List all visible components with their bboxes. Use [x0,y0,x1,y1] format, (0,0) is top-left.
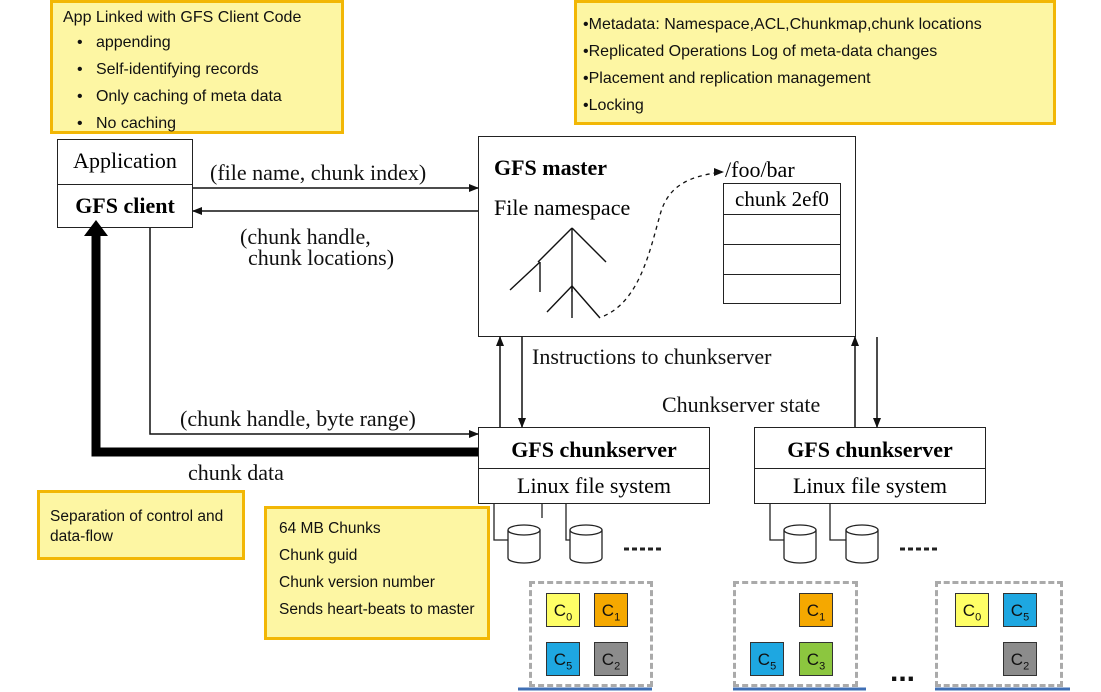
list-item: •Replicated Operations Log of meta-data … [583,43,938,60]
byte-range-label: (chunk handle, byte range) [180,406,416,431]
disk-group-1 [493,504,664,564]
chunk-data-label: chunk data [188,460,284,485]
chunk-c1: C1 [799,593,833,627]
gfs-master-title: GFS master [494,155,608,180]
list-item: •Metadata: Namespace,ACL,Chunkmap,chunk … [583,16,982,33]
list-item: • No caching [77,115,176,132]
chunkserver-box-1: GFS chunkserver Linux file system [478,427,710,504]
chunk-table: chunk 2ef0 [723,183,841,304]
client-note: App Linked with GFS Client Code • append… [50,0,344,134]
master-note: •Metadata: Namespace,ACL,Chunkmap,chunk … [574,0,1056,125]
table-row [724,275,840,304]
list-item: 64 MB Chunks [279,520,381,537]
chunks-note: 64 MB Chunks Chunk guid Chunk version nu… [264,506,490,640]
list-item: •Locking [583,97,644,114]
linux-fs-label: Linux file system [517,473,671,498]
chunkserver-state-label: Chunkserver state [662,392,821,417]
table-row [724,245,840,275]
chunk-group-2 [733,581,858,687]
client-note-list: • appending • Self-identifying records •… [63,29,331,137]
chunk-c2: C2 [594,642,628,676]
list-item: •Placement and replication management [583,70,871,87]
list-item: Chunk version number [279,574,435,591]
chunk-group-3 [935,581,1063,687]
application-label: Application [58,140,192,185]
separation-note: Separation of control and data-flow [37,490,245,560]
chunk-c2: C2 [1003,642,1037,676]
instructions-label: Instructions to chunkserver [532,344,772,369]
table-row [724,215,840,245]
gfs-client-label: GFS client [75,193,175,218]
linux-fs-label: Linux file system [793,473,947,498]
chunkserver-box-2: GFS chunkserver Linux file system [754,427,986,504]
chunk-c5: C5 [546,642,580,676]
list-item: • Only caching of meta data [77,88,282,105]
master-box: GFS master File namespace /foo/bar chunk… [478,136,856,337]
chunk-c0: C0 [546,593,580,627]
client-note-title: App Linked with GFS Client Code [63,9,302,26]
list-item: Chunk guid [279,547,358,564]
chunk-c5: C5 [750,642,784,676]
chunkserver-title: GFS chunkserver [479,428,709,469]
list-item: Sends heart-beats to master [279,601,475,618]
list-item: • appending [77,34,171,51]
chunkserver-title: GFS chunkserver [755,428,985,469]
more-ellipsis: ... [890,655,916,688]
list-item: • Self-identifying records [77,61,259,78]
path-label: /foo/bar [725,157,795,182]
chunk-entry: chunk 2ef0 [724,184,840,215]
chunk-c3: C3 [799,642,833,676]
chunk-c0: C0 [955,593,989,627]
file-namespace-label: File namespace [494,195,631,220]
chunk-locations-label: chunk locations) [248,245,395,270]
client-box: Application GFS client [57,139,193,228]
chunk-group-1 [529,581,653,687]
chunk-c5: C5 [1003,593,1037,627]
disk-group-2 [769,504,940,564]
file-chunk-index-label: (file name, chunk index) [210,160,427,185]
chunk-c1: C1 [594,593,628,627]
